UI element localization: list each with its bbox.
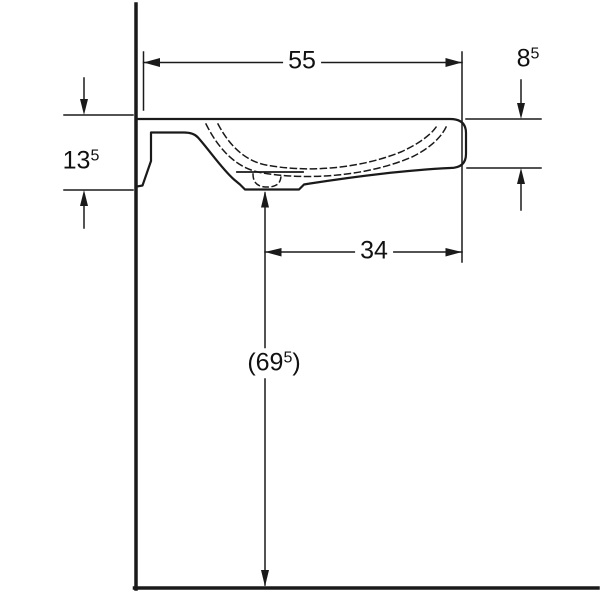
dim-side-arrow-down [80, 99, 88, 115]
dim-side-height [63, 77, 134, 229]
dim-front-edge-label: 85 [511, 44, 545, 74]
dim-side-height-sup: 5 [90, 147, 100, 165]
basin-hidden-trap [252, 173, 282, 188]
basin-hidden-bowl-inner [216, 122, 440, 170]
dim-side-arrow-up [80, 190, 88, 206]
dim-depth-arrow-left [143, 58, 160, 67]
dim-floor-height [261, 191, 269, 587]
dim-depth-arrow-right [445, 58, 462, 67]
dim-front-arrow-down [517, 103, 525, 119]
dim-front-arrow-up [517, 168, 525, 184]
dim-front-edge-value: 8 [516, 44, 531, 73]
dim-side-height-label: 135 [57, 146, 105, 176]
dim-floor-height-label: (695) [242, 348, 306, 378]
dim-depth-value: 55 [288, 46, 316, 75]
dim-front-edge-height [465, 79, 542, 211]
dim-floor-height-value: 69 [255, 348, 284, 377]
dim-floor-height-sup: 5 [283, 349, 293, 367]
dim-depth-label: 55 [283, 46, 321, 76]
dim-floor-height-close: ) [292, 348, 301, 377]
dim-side-height-value: 13 [62, 146, 91, 175]
dim-depth-total [142, 51, 463, 263]
basin-profile-outline [135, 117, 468, 191]
dim-floor-arrow-up [261, 191, 269, 208]
dim-front-edge-sup: 5 [530, 45, 540, 63]
dim-floor-arrow-down [261, 570, 269, 587]
dim-drain-arrow-right [445, 248, 462, 257]
dim-drain-distance-label: 34 [355, 236, 393, 266]
basin-hidden-bowl-outer [204, 122, 448, 178]
dim-drain-arrow-left [265, 248, 282, 257]
dim-floor-height-open: ( [247, 348, 256, 377]
dim-drain-distance-value: 34 [360, 236, 388, 265]
